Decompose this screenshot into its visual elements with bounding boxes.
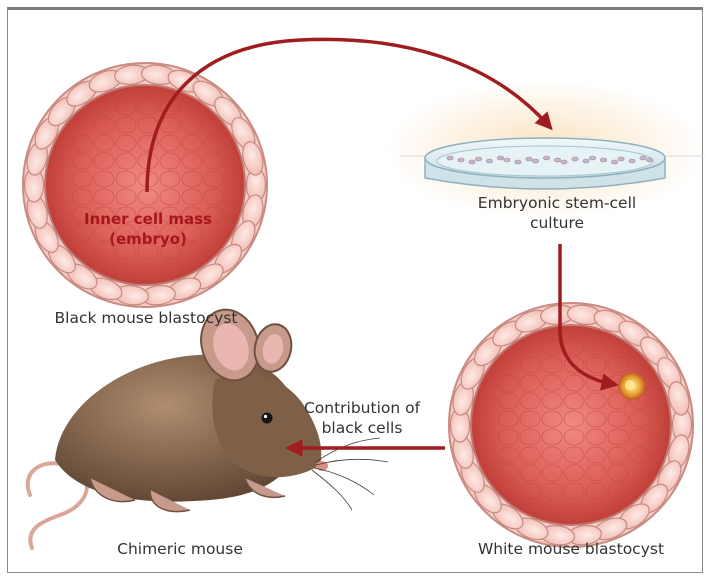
chimeric-mouse-caption: Chimeric mouse bbox=[90, 539, 270, 559]
cultured-cell bbox=[572, 157, 578, 161]
es-culture-caption: Embryonic stem-cell culture bbox=[452, 193, 662, 233]
cultured-cell bbox=[504, 158, 510, 162]
contribution-caption: Contribution of black cells bbox=[292, 398, 432, 438]
white-blastocyst-caption: White mouse blastocyst bbox=[455, 539, 687, 559]
injected-stem-cell-illustration bbox=[619, 373, 645, 399]
cultured-cell bbox=[554, 158, 560, 162]
cultured-cell bbox=[515, 160, 521, 164]
contribution-line1: Contribution of bbox=[292, 398, 432, 418]
cultured-cell bbox=[543, 156, 549, 160]
cultured-cell bbox=[629, 159, 635, 163]
cultured-cell bbox=[640, 156, 646, 160]
white-blastocyst-illustration bbox=[449, 303, 693, 547]
black-blastocyst-illustration bbox=[23, 63, 267, 307]
cultured-cell bbox=[497, 156, 503, 160]
es-culture-line1: Embryonic stem-cell bbox=[452, 193, 662, 213]
inner-cell-mass-label: Inner cell mass (embryo) bbox=[78, 209, 218, 249]
inner-cell-mass-line2: (embryo) bbox=[78, 229, 218, 249]
cultured-cell bbox=[618, 157, 624, 161]
cultured-cell bbox=[646, 158, 652, 162]
black-blastocyst-caption: Black mouse blastocyst bbox=[30, 308, 262, 328]
cultured-cell bbox=[447, 156, 453, 160]
contribution-line2: black cells bbox=[292, 418, 432, 438]
cultured-cell bbox=[458, 158, 464, 162]
cultured-cell bbox=[532, 159, 538, 163]
cultured-cell bbox=[600, 158, 606, 162]
cultured-cell bbox=[589, 156, 595, 160]
cultured-cell bbox=[526, 157, 532, 161]
cultured-cell bbox=[475, 157, 481, 161]
es-culture-line2: culture bbox=[452, 213, 662, 233]
cultured-cell bbox=[486, 159, 492, 163]
inner-cell-mass-line1: Inner cell mass bbox=[78, 209, 218, 229]
cultured-cell bbox=[469, 160, 475, 164]
cultured-cell bbox=[561, 160, 567, 164]
cultured-cell bbox=[611, 160, 617, 164]
cultured-cell bbox=[583, 159, 589, 163]
